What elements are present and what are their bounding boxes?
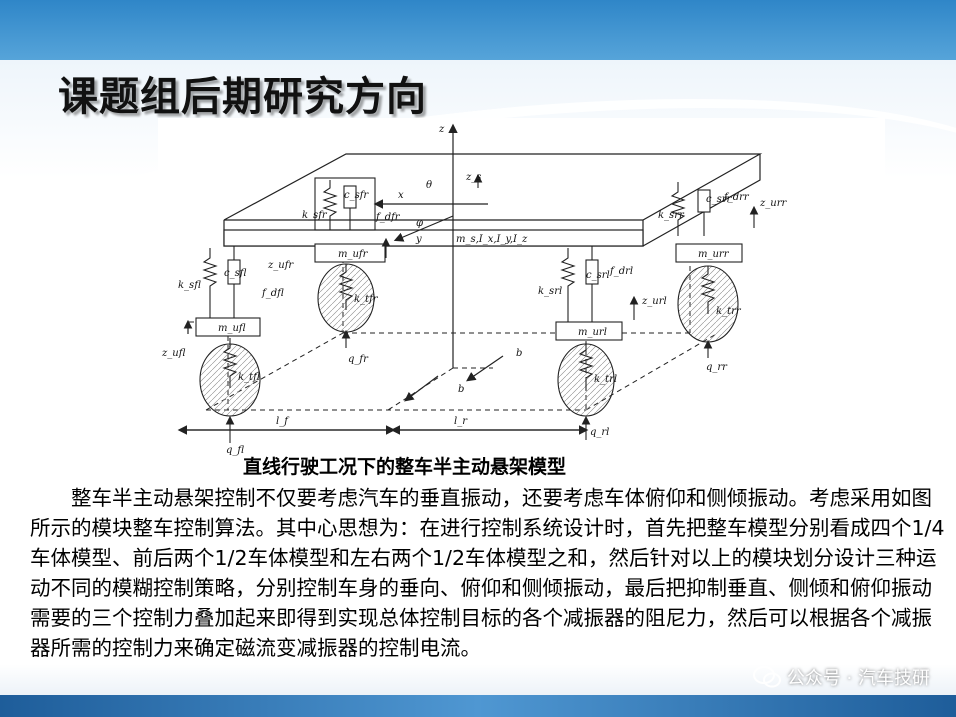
label-m-url: m_url — [578, 327, 607, 338]
body-mass-bar — [223, 229, 644, 247]
label-f-dfl: f_dfl — [261, 288, 284, 299]
body-side-face — [642, 154, 761, 247]
label-c-sfl: c_sfl — [224, 268, 247, 279]
label-q-rl: q_rl — [590, 427, 609, 438]
label-k-trl: k_trl — [594, 374, 617, 385]
rear-right-corner — [670, 182, 743, 358]
label-c-srl: c_srl — [586, 270, 610, 281]
rear-left-corner — [555, 246, 623, 440]
label-zs: z_s — [465, 172, 481, 183]
watermark: 公众号 · 汽车技研 — [752, 664, 930, 690]
label-z-ufr: z_ufr — [267, 260, 294, 271]
label-q-fl: q_fl — [226, 445, 244, 456]
label-k-srl: k_srl — [538, 286, 562, 297]
label-m-ufl: m_ufl — [218, 323, 246, 334]
label-f-drl: f_drl — [609, 266, 633, 277]
label-z-url: z_url — [641, 296, 667, 307]
label-phi: φ — [416, 218, 423, 229]
label-m-urr: m_urr — [698, 249, 730, 260]
label-c-srr: c_srr — [706, 194, 733, 205]
body-paragraph: 整车半主动悬架控制不仅要考虑汽车的垂直振动，还要考虑车体俯仰和侧倾振动。考虑采用… — [30, 486, 945, 660]
label-k-trr: k_trr — [716, 306, 742, 317]
footer-bar — [0, 695, 956, 717]
watermark-text: 公众号 · 汽车技研 — [786, 668, 930, 689]
label-c-sfr: c_sfr — [344, 190, 369, 201]
label-z: z — [438, 124, 445, 135]
suspension-model-figure: z z_s θ x φ y m_s,I_x,I_y,I_z c_sfr k_sf… — [158, 118, 885, 456]
label-x: x — [398, 190, 404, 201]
label-f-dfr: f_dfr — [375, 212, 401, 223]
label-lf: l_f — [276, 416, 290, 427]
label-b-front: b — [458, 384, 464, 395]
label-m-ufr: m_ufr — [338, 249, 369, 260]
label-k-srr: k_srr — [658, 210, 685, 221]
label-z-urr: z_urr — [759, 198, 787, 209]
front-right-corner — [314, 177, 386, 348]
front-left-corner — [195, 246, 261, 443]
label-k-sfl: k_sfl — [178, 280, 201, 291]
slide-title: 课题组后期研究方向 — [58, 74, 427, 120]
label-y: y — [415, 234, 422, 245]
label-k-tfr: k_tfr — [354, 294, 379, 305]
label-b-rear: b — [516, 348, 522, 359]
label-lr: l_r — [454, 416, 468, 427]
figure-caption: 直线行驶工况下的整车半主动悬架模型 — [243, 456, 567, 478]
wechat-icon — [752, 666, 781, 688]
label-k-sfr: k_sfr — [302, 210, 328, 221]
label-q-rr: q_rr — [706, 362, 728, 373]
label-k-tfl: k_tfl — [238, 372, 260, 383]
label-q-fr: q_fr — [348, 354, 369, 365]
label-theta: θ — [426, 180, 432, 191]
suspension-diagram: z z_s θ x φ y m_s,I_x,I_y,I_z c_sfr k_sf… — [161, 123, 787, 456]
label-body-mass: m_s,I_x,I_y,I_z — [456, 234, 528, 245]
label-z-ufl: z_ufl — [161, 348, 186, 359]
label-f-drr: f_drr — [723, 192, 750, 203]
